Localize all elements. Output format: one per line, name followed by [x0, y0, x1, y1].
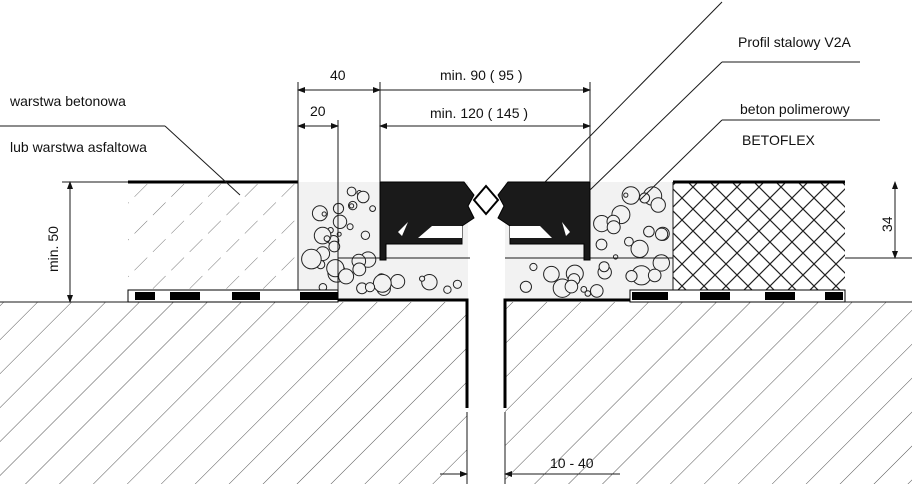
aggregate-stone [652, 254, 670, 272]
aggregate-stone [443, 285, 452, 294]
aggregate-stone [346, 186, 357, 197]
elastomer-seal [472, 184, 500, 216]
aggregate-stone [323, 235, 331, 243]
aggregate-stone [419, 275, 426, 282]
aggregate-stone [543, 265, 560, 283]
aggregate-stone [346, 223, 354, 231]
aggregate-stone [338, 268, 355, 285]
dimension-lines [62, 82, 912, 484]
subbase-right [505, 302, 912, 484]
aggregate-stone [321, 211, 327, 217]
concrete-layer-left [128, 182, 298, 290]
aggregate-stone [349, 203, 355, 209]
label-concrete-layer: warstwa betonowa [9, 93, 126, 109]
label-polymer-2: BETOFLEX [742, 132, 816, 148]
crosshatch-layer-right [673, 182, 845, 290]
aggregate-stone [584, 290, 592, 297]
aggregate-stone [655, 227, 669, 241]
aggregate-stone [623, 192, 629, 198]
dim-gap: 10 - 40 [550, 455, 594, 471]
dim-min50: min. 50 [45, 226, 61, 272]
steel-profile-left [379, 181, 475, 261]
aggregate-stone [311, 205, 328, 222]
label-asphalt-layer: lub warstwa asfaltowa [10, 139, 147, 155]
aggregate-stone [356, 190, 370, 204]
aggregate-stone [595, 238, 608, 251]
label-profile: Profil stalowy V2A [738, 34, 851, 50]
dim-min120: min. 120 ( 145 ) [430, 105, 528, 121]
aggregate-stone [647, 268, 662, 283]
leader-lines [0, 1, 880, 201]
aggregate-stone [598, 261, 610, 273]
aggregate-stone [529, 262, 538, 272]
aggregate-stone [590, 284, 604, 298]
dim-min90: min. 90 ( 95 ) [440, 67, 522, 83]
aggregate-stone [390, 274, 406, 289]
aggregate-stone [621, 186, 640, 205]
dim-40: 40 [330, 67, 346, 83]
aggregate-stone [624, 236, 634, 247]
dim-34: 34 [879, 216, 895, 232]
aggregate-stone [639, 192, 651, 204]
aggregate-stone [421, 274, 438, 291]
aggregate-stone [372, 273, 392, 293]
dim-20: 20 [310, 103, 326, 119]
aggregate-stone [364, 282, 376, 293]
aggregate-stone [625, 270, 638, 283]
aggregate-stone [332, 214, 348, 230]
aggregate-stone [360, 230, 371, 241]
membrane-left [127, 289, 339, 303]
joint-gap [467, 298, 505, 484]
label-polymer-1: beton polimerowy [740, 101, 850, 117]
subbase-left [0, 302, 467, 484]
aggregate-stone [352, 262, 367, 277]
aggregate-stone [369, 205, 377, 213]
steel-profile-right [497, 181, 591, 261]
aggregate-stone [580, 286, 588, 293]
aggregate-stone [301, 248, 322, 270]
aggregate-stone [643, 225, 655, 238]
membrane-right [629, 289, 846, 303]
aggregate-stone [519, 280, 533, 293]
aggregate-stone [564, 279, 579, 294]
aggregate-stone [452, 279, 462, 289]
aggregate-stone [606, 220, 621, 235]
aggregate-stone [328, 240, 341, 253]
aggregate-stone [650, 197, 666, 213]
